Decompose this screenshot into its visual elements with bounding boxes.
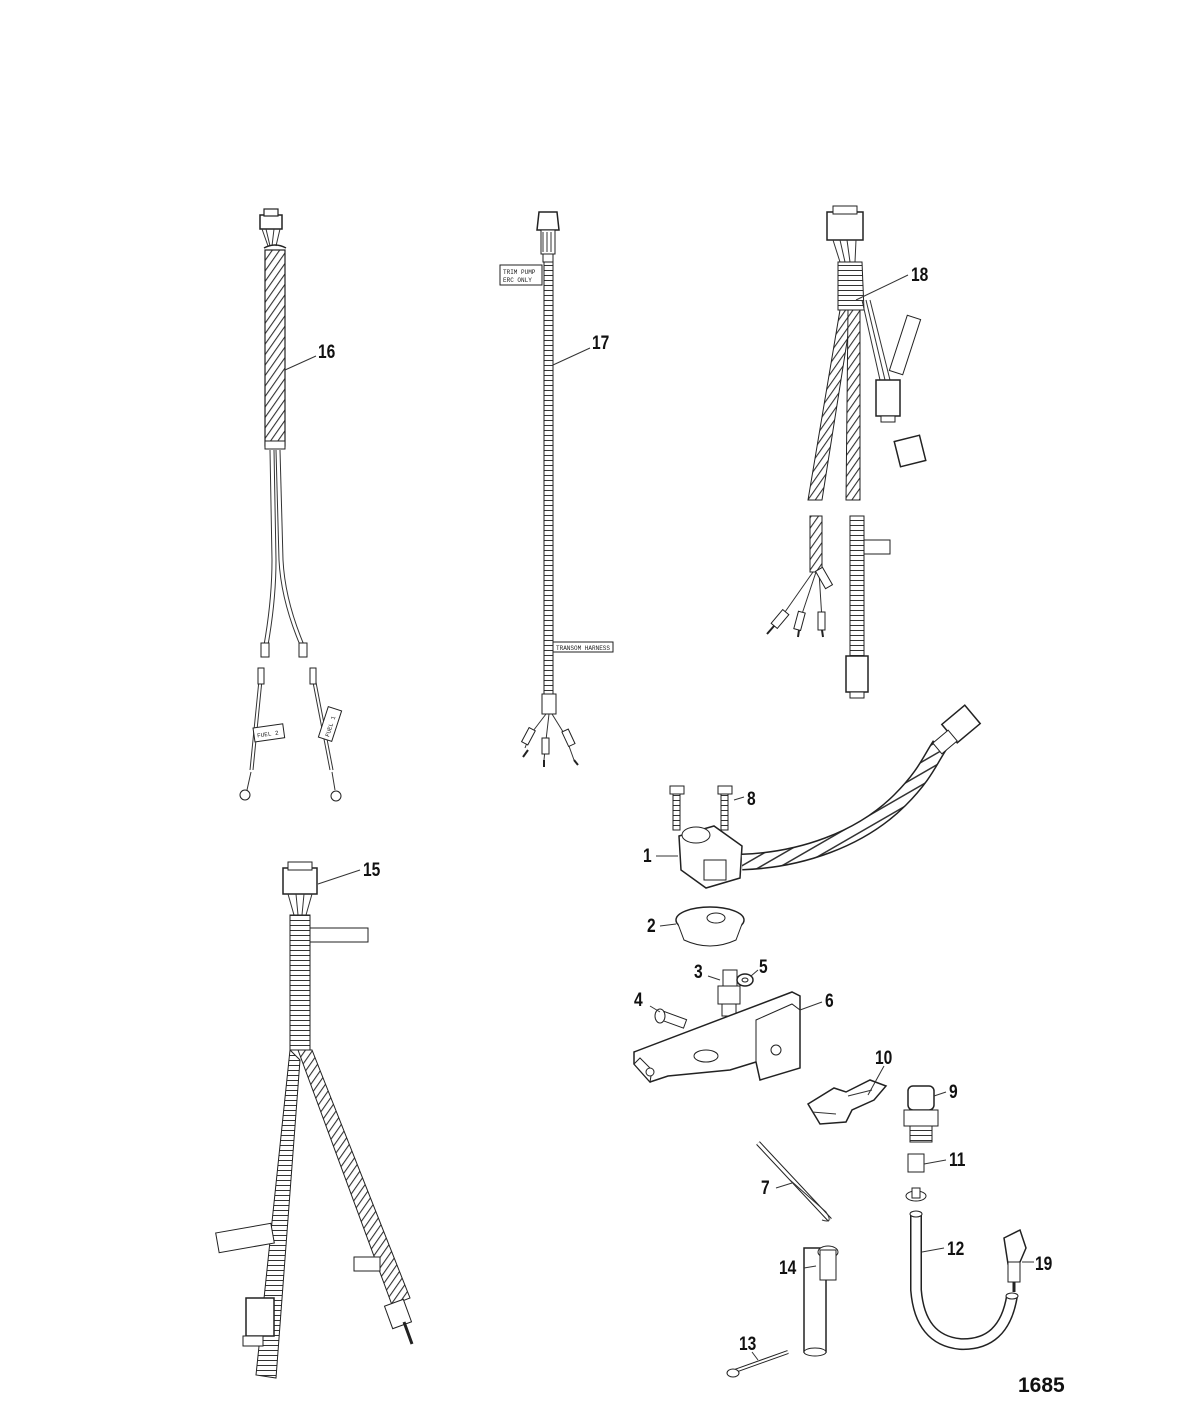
callout-10: 10 [875,1047,892,1069]
trim-pump-harness-17: TRIM PUMP ERC ONLY TRANSOM HARNESS [499,211,614,767]
y-harness-18 [766,205,927,699]
callout-16: 16 [318,341,336,363]
callout-18: 18 [911,264,929,286]
callout-5: 5 [759,956,768,978]
fitting-11 [905,1153,927,1202]
callout-14: 14 [779,1257,797,1279]
pin-3 [717,969,741,1017]
callout-17: 17 [592,332,609,354]
callout-9: 9 [949,1081,958,1103]
fuel-2-tag: FUEL 2 [257,729,280,739]
callout-15: 15 [363,859,381,881]
sender-9 [903,1085,939,1143]
hose-12 [909,1210,1019,1351]
callout-2: 2 [647,915,656,937]
connector-19 [1003,1228,1027,1292]
tube-14 [803,1245,839,1357]
trim-pump-tag-line2: ERC ONLY [503,277,532,284]
clip-10 [806,1079,888,1125]
cotter-pin-13 [726,1350,789,1378]
callout-12: 12 [947,1238,964,1260]
screws-8 [669,785,733,831]
callout-3: 3 [694,961,703,983]
callout-19: 19 [1035,1253,1053,1275]
bracket-6 [633,991,801,1084]
pin-4 [654,1008,688,1029]
callout-4: 4 [634,989,643,1011]
rod-7 [756,1141,832,1222]
washer-5 [736,973,754,987]
callout-7: 7 [761,1177,770,1199]
callout-8: 8 [747,788,756,810]
callout-13: 13 [739,1333,757,1355]
transom-harness-tag: TRANSOM HARNESS [556,645,610,652]
trim-pump-tag-line1: TRIM PUMP [503,269,536,276]
callout-6: 6 [825,990,834,1012]
callout-1: 1 [643,845,652,867]
grommet-2 [675,906,745,947]
figure-number: 1685 [1018,1374,1065,1397]
fuel-harness-16: FUEL 2 FUEL 1 [239,208,343,802]
callout-11: 11 [949,1149,966,1171]
harness-15 [215,861,414,1379]
sensor-1 [678,704,982,889]
